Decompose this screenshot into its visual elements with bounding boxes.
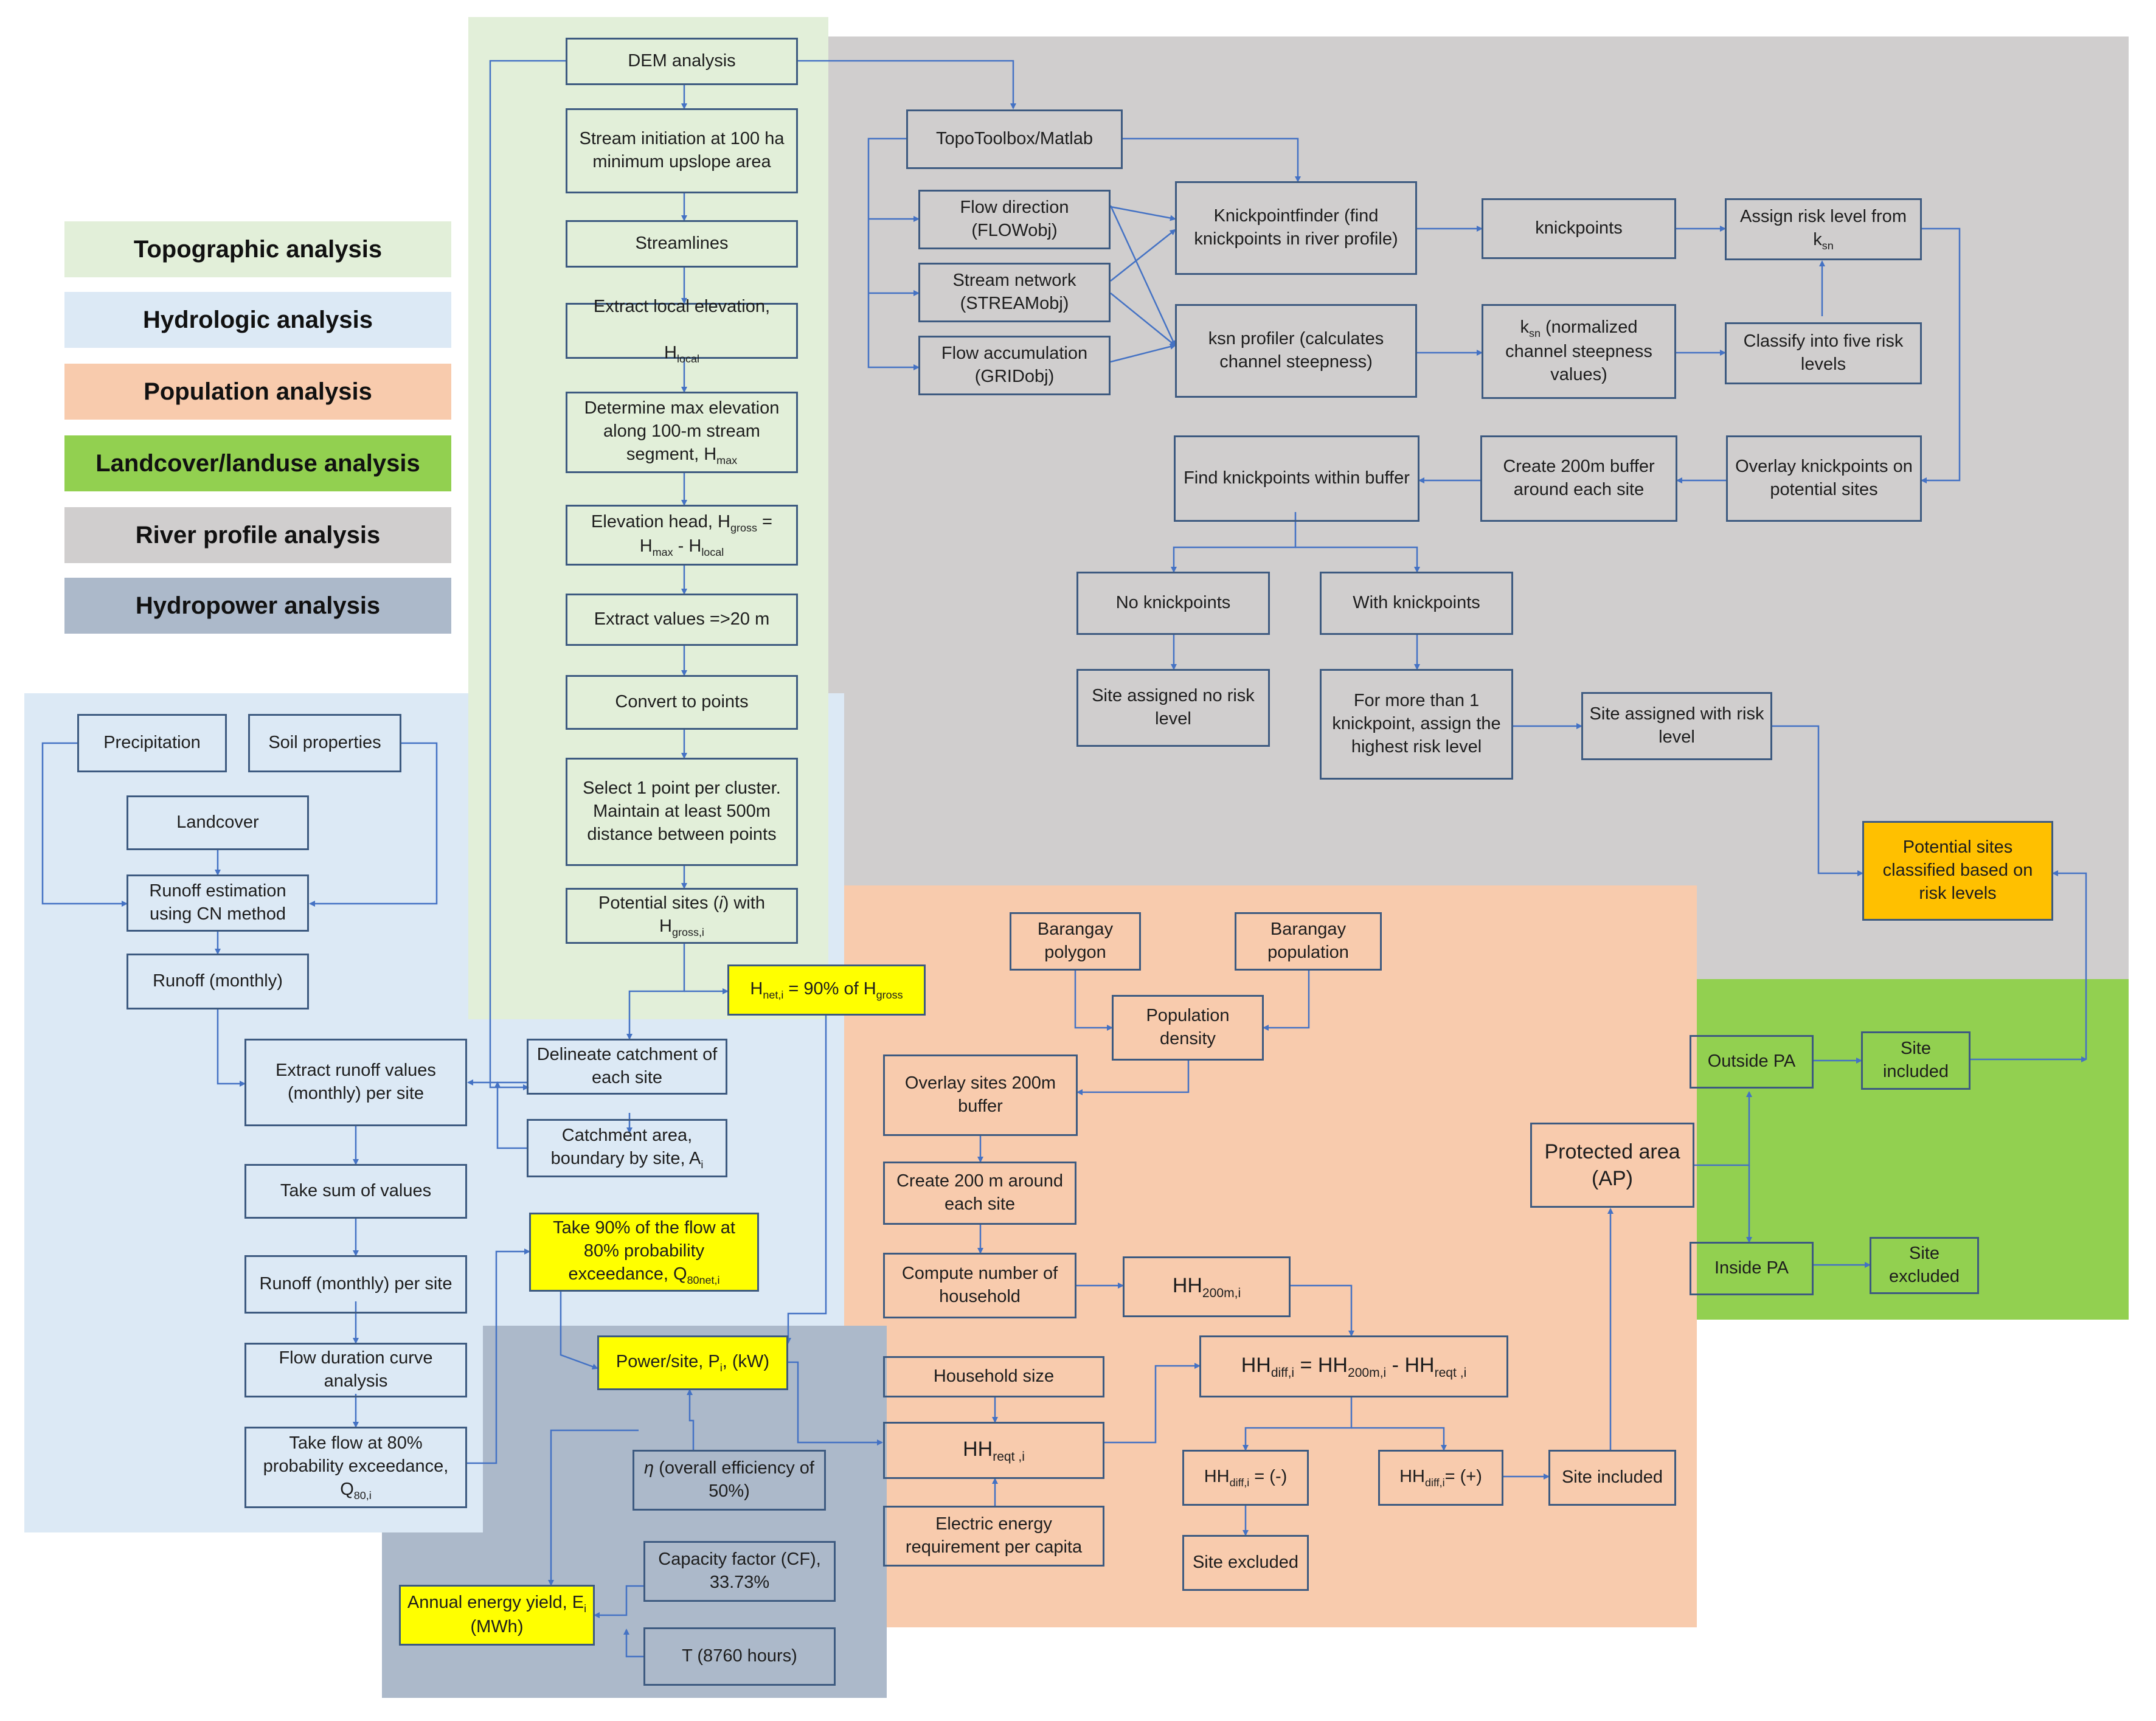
hhdiff-positive-box: HHdiff,i= (+)	[1378, 1450, 1503, 1506]
flow-duration-curve-box: Flow duration curve analysis	[244, 1343, 467, 1397]
region-hydrologic-lower	[24, 1326, 483, 1532]
overlay-sites-box: Overlay sites 200m buffer	[883, 1054, 1078, 1136]
precipitation-box: Precipitation	[77, 714, 227, 772]
legend-landcover: Landcover/landuse analysis	[64, 435, 451, 491]
soil-properties-box: Soil properties	[248, 714, 401, 772]
hhreqt-box: HHreqt ,i	[883, 1422, 1104, 1479]
ksn-values-box: ksn (normalized channel steepness values…	[1482, 304, 1676, 399]
site-no-risk-box: Site assigned no risk level	[1076, 669, 1270, 747]
hnet-box: Hnet,i = 90% of Hgross	[727, 964, 926, 1016]
hh200m-box: HH200m,i	[1123, 1256, 1291, 1317]
stream-initiation-box: Stream initiation at 100 ha minimum upsl…	[566, 108, 798, 193]
assign-risk-box: Assign risk level from ksn	[1725, 198, 1922, 260]
landuse-site-excluded-box: Site excluded	[1870, 1237, 1979, 1294]
take-sum-box: Take sum of values	[244, 1164, 467, 1219]
knickpoints-box: knickpoints	[1482, 198, 1676, 259]
runoff-per-site-box: Runoff (monthly) per site	[244, 1255, 467, 1314]
barangay-population-box: Barangay population	[1235, 912, 1382, 971]
site-with-risk-box: Site assigned with risk level	[1581, 692, 1772, 760]
create-200m-site-box: Create 200 m around each site	[883, 1162, 1076, 1225]
compute-household-box: Compute number of household	[883, 1253, 1076, 1318]
hhdiff-box: HHdiff,i = HH200m,i - HHreqt ,i	[1199, 1335, 1508, 1397]
hours-box: T (8760 hours)	[643, 1627, 836, 1686]
population-density-box: Population density	[1112, 995, 1264, 1061]
streamlines-box: Streamlines	[566, 220, 798, 268]
flow-direction-box: Flow direction (FLOWobj)	[918, 190, 1111, 249]
power-site-box: Power/site, Pi, (kW)	[597, 1335, 788, 1390]
potential-classified-box: Potential sites classified based on risk…	[1862, 821, 2053, 921]
landuse-site-included-box: Site included	[1861, 1031, 1971, 1090]
determine-max-elevation-box: Determine max elevation along 100-m stre…	[566, 392, 798, 473]
legend-population: Population analysis	[64, 364, 451, 420]
runoff-monthly-box: Runoff (monthly)	[127, 954, 309, 1009]
stream-network-box: Stream network (STREAMobj)	[918, 263, 1111, 322]
electric-energy-box: Electric energy requirement per capita	[883, 1506, 1104, 1567]
take-90-flow-box: Take 90% of the flow at 80% probability …	[529, 1213, 759, 1292]
legend-hydrologic: Hydrologic analysis	[64, 292, 451, 348]
find-knickpoints-box: Find knickpoints within buffer	[1174, 435, 1419, 522]
extract-values-box: Extract values =>20 m	[566, 594, 798, 646]
delineate-catchment-box: Delineate catchment of each site	[527, 1039, 727, 1095]
extract-local-elevation-box: Extract local elevation,Hlocal	[566, 297, 798, 364]
region-topographic	[468, 17, 828, 1019]
hhdiff-negative-box: HHdiff,i = (-)	[1182, 1450, 1309, 1506]
elevation-head-box: Elevation head, Hgross =Hmax - Hlocal	[566, 505, 798, 566]
pop-site-included-box: Site included	[1548, 1450, 1676, 1506]
knickpointfinder-box: Knickpointfinder (find knickpoints in ri…	[1175, 181, 1417, 275]
select-point-box: Select 1 point per cluster. Maintain at …	[566, 758, 798, 866]
outside-pa-box: Outside PA	[1690, 1035, 1814, 1089]
catchment-area-box: Catchment area, boundary by site, Ai	[527, 1119, 727, 1177]
extract-runoff-box: Extract runoff values (monthly) per site	[244, 1039, 467, 1126]
ksn-profiler-box: ksn profiler (calculates channel steepne…	[1175, 304, 1417, 398]
convert-points-box: Convert to points	[566, 675, 798, 730]
barangay-polygon-box: Barangay polygon	[1010, 912, 1141, 971]
legend-hydropower: Hydropower analysis	[64, 578, 451, 634]
efficiency-box: η (overall efficiency of 50%)	[633, 1450, 826, 1511]
more-than-one-box: For more than 1 knickpoint, assign the h…	[1320, 669, 1513, 780]
household-size-box: Household size	[883, 1356, 1104, 1397]
legend-topographic: Topographic analysis	[64, 221, 451, 277]
landcover-box: Landcover	[127, 795, 309, 850]
with-knickpoints-box: With knickpoints	[1320, 572, 1513, 635]
annual-energy-box: Annual energy yield, Ei (MWh)	[399, 1585, 595, 1646]
runoff-estimation-box: Runoff estimation using CN method	[127, 874, 309, 932]
take-flow-80-box: Take flow at 80% probability exceedance,…	[244, 1427, 467, 1508]
flow-accumulation-box: Flow accumulation (GRIDobj)	[918, 336, 1111, 395]
protected-area-box: Protected area (AP)	[1530, 1123, 1694, 1208]
dem-analysis-box: DEM analysis	[566, 38, 798, 85]
capacity-factor-box: Capacity factor (CF), 33.73%	[643, 1541, 836, 1602]
no-knickpoints-box: No knickpoints	[1076, 572, 1270, 635]
classify-five-box: Classify into five risk levels	[1725, 322, 1922, 384]
pop-site-excluded-box: Site excluded	[1182, 1535, 1309, 1591]
topotoolbox-box: TopoToolbox/Matlab	[906, 109, 1123, 169]
create-200m-buffer-box: Create 200m buffer around each site	[1480, 435, 1677, 522]
legend-river-profile: River profile analysis	[64, 507, 451, 563]
inside-pa-box: Inside PA	[1690, 1242, 1814, 1295]
overlay-knickpoints-box: Overlay knickpoints on potential sites	[1726, 435, 1922, 522]
